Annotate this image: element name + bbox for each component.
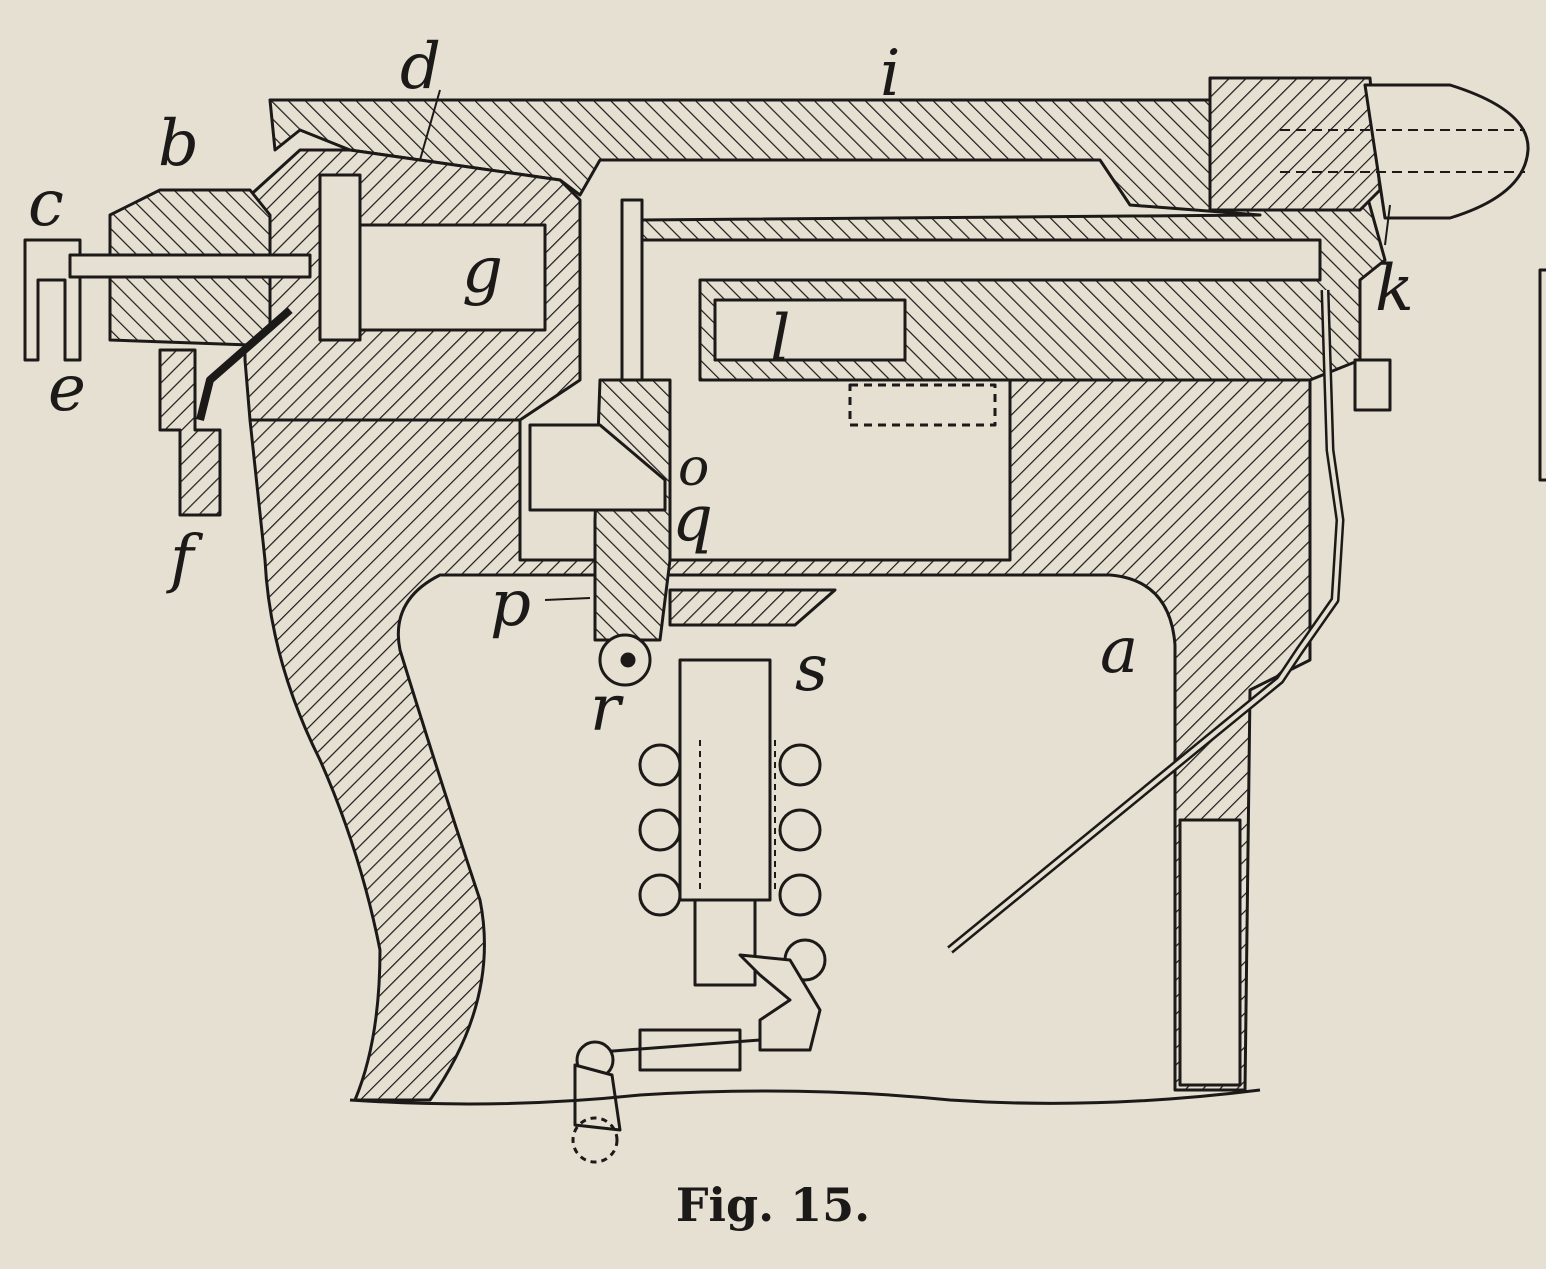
pipe-f <box>158 348 222 517</box>
linkage-arm <box>738 953 822 1052</box>
label-p: p <box>490 567 531 641</box>
label-d: d <box>400 30 441 104</box>
label-q: q <box>672 482 713 556</box>
frame-body <box>248 378 1312 1102</box>
turnbuckle <box>638 1028 742 1072</box>
label-e: e <box>48 352 86 426</box>
side-nut <box>1353 358 1392 412</box>
chamber-l <box>713 298 907 362</box>
nozzle-k <box>1208 76 1382 212</box>
fitting-c <box>23 238 82 362</box>
label-a: a <box>1100 614 1138 688</box>
label-b: b <box>158 107 199 181</box>
nozzle-tip <box>1363 83 1530 220</box>
label-o: o <box>678 438 709 498</box>
label-g: g <box>462 234 503 308</box>
bolt-group <box>638 743 827 982</box>
break-line <box>349 1088 1261 1106</box>
pipe-e-bend <box>196 306 293 421</box>
leader-lines <box>419 89 1391 601</box>
edge-stub <box>1538 268 1546 482</box>
platform <box>668 588 837 627</box>
label-r: r <box>590 672 624 746</box>
label-c: c <box>28 167 64 241</box>
label-s: s <box>795 632 828 706</box>
bracket-block <box>528 423 667 512</box>
label-l: l <box>770 302 790 376</box>
piston-chamber <box>353 223 547 332</box>
frame-hollow <box>1178 818 1242 1087</box>
figure-caption: Fig. 15. <box>675 1178 871 1232</box>
cylinder-s <box>678 658 772 902</box>
label-i: i <box>880 37 900 111</box>
reference-labels: b c d i g e f k l o q p r s a <box>28 30 1414 746</box>
label-k: k <box>1375 252 1414 326</box>
label-f: f <box>166 522 204 596</box>
